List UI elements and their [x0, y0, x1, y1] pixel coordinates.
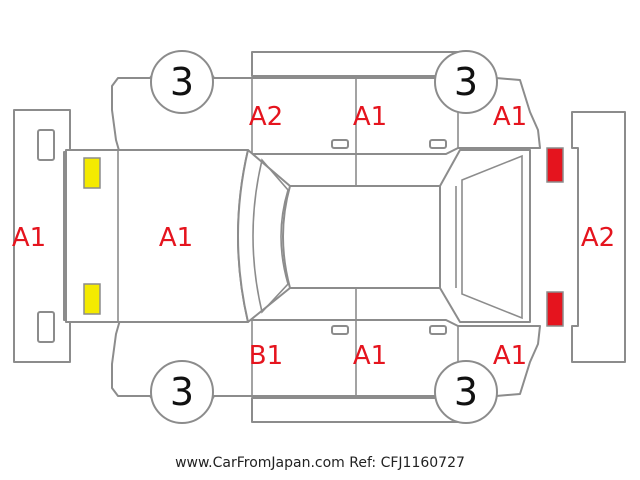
- code-hood: A1: [159, 223, 193, 253]
- tire-grade-left-front: 3: [170, 60, 194, 104]
- rear-lamp-right: [546, 291, 564, 327]
- hood: [65, 149, 249, 323]
- right-side-strip: [251, 397, 459, 423]
- code-right-rear-door: A1: [353, 341, 387, 371]
- rear-bumper: [571, 111, 626, 363]
- code-left-front-fender: A2: [249, 102, 283, 132]
- tire-grade-right-front: 3: [170, 370, 194, 414]
- code-front-bumper: A1: [12, 223, 46, 253]
- rear-lamp-left: [546, 147, 564, 183]
- front-lamp-right: [83, 283, 101, 315]
- code-right-rear-quarter: A1: [493, 341, 527, 371]
- front-bumper: [13, 109, 71, 363]
- tire-left-rear: 3: [434, 50, 498, 114]
- tire-right-front: 3: [150, 360, 214, 424]
- left-side-strip: [251, 51, 459, 77]
- cabin: [237, 149, 531, 323]
- footer-reference: www.CarFromJapan.com Ref: CFJ1160727: [175, 455, 465, 471]
- tire-grade-left-rear: 3: [454, 60, 478, 104]
- code-right-front-fender: B1: [249, 341, 283, 371]
- code-left-rear-door: A1: [353, 102, 387, 132]
- tire-right-rear: 3: [434, 360, 498, 424]
- code-rear-bumper: A2: [581, 223, 615, 253]
- tire-left-front: 3: [150, 50, 214, 114]
- code-left-rear-quarter: A1: [493, 102, 527, 132]
- tire-grade-right-rear: 3: [454, 370, 478, 414]
- front-lamp-left: [83, 157, 101, 189]
